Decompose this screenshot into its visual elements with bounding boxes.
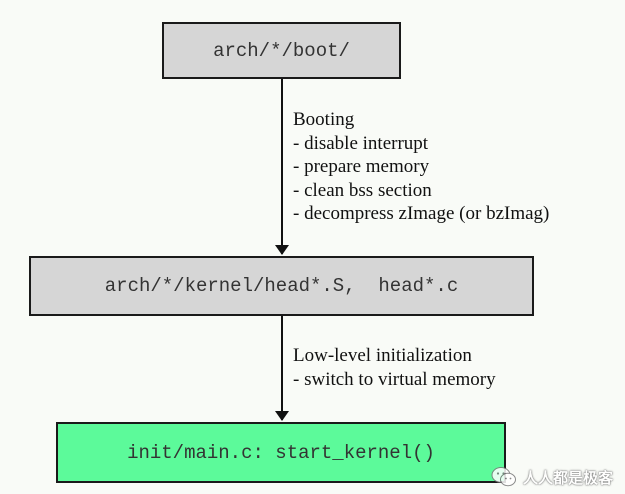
edge-label-booting: Booting - disable interrupt - prepare me… (293, 108, 549, 226)
node-kernel-head: arch/*/kernel/head*.S, head*.c (29, 256, 534, 316)
edge-label-item: - decompress zImage (or bzImag) (293, 203, 550, 224)
node-start-kernel-label: init/main.c: start_kernel() (127, 441, 435, 464)
edge-label-item: - clean bss section (293, 179, 432, 201)
edge-label-item: - switch to virtual memory (293, 368, 496, 390)
edge-label-title: Booting (293, 109, 355, 130)
edge-label-item: - prepare memory (293, 156, 430, 177)
edge-label-item: - disable interrupt (293, 132, 429, 154)
edge-label-lowlevel: Low-level initialization - switch to vir… (293, 344, 496, 391)
node-boot-label: arch/*/boot/ (213, 39, 350, 62)
node-start-kernel: init/main.c: start_kernel() (56, 422, 506, 483)
watermark-text: 人人都是极客 (522, 468, 613, 487)
edge-label-title: Low-level initialization (293, 345, 472, 366)
node-kernel-head-label: arch/*/kernel/head*.S, head*.c (104, 275, 459, 297)
node-boot: arch/*/boot/ (162, 22, 401, 79)
watermark: 人人都是极客 (491, 466, 613, 488)
wechat-icon (491, 466, 517, 488)
